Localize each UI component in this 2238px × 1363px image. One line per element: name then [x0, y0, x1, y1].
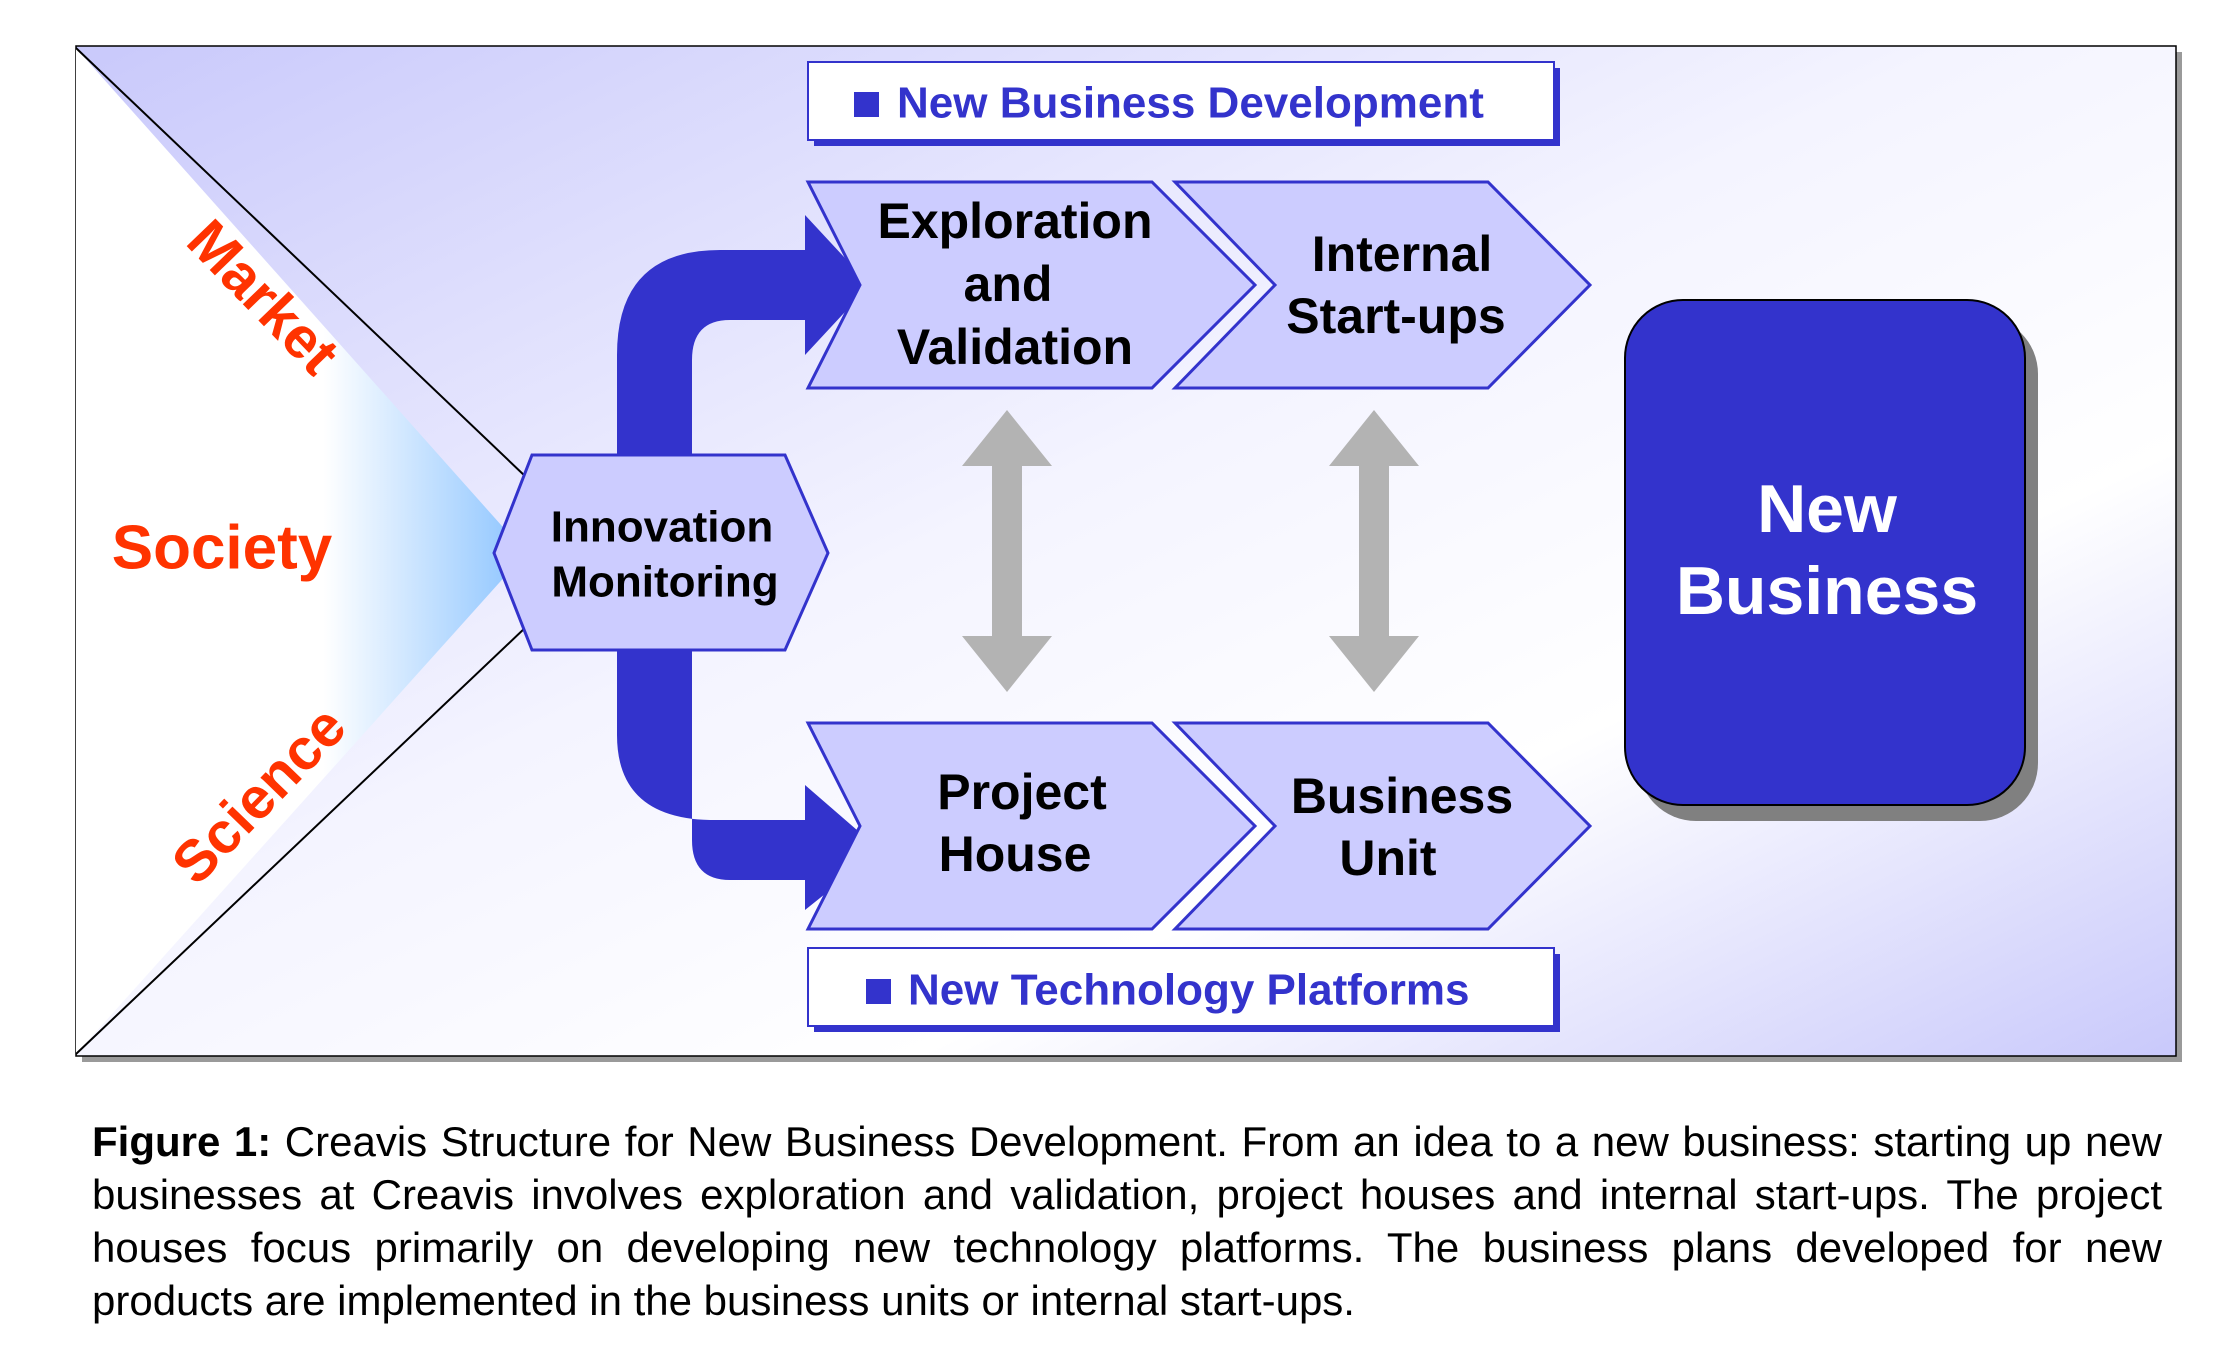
wedge-lower-edge	[75, 626, 527, 1055]
new-business-box	[1624, 299, 2026, 806]
figure-caption: Figure 1: Creavis Structure for New Busi…	[92, 1115, 2162, 1327]
project-house-line2: House	[939, 826, 1092, 882]
double-arrow-right	[1329, 410, 1419, 692]
internal-startups-line2: Start-ups	[1286, 288, 1505, 344]
forces-wedge	[76, 48, 526, 1054]
double-arrow-left	[962, 410, 1052, 692]
exploration-validation-line1: Exploration	[877, 193, 1152, 249]
innovation-monitoring-line2: Monitoring	[551, 558, 778, 607]
exploration-validation-chevron	[805, 180, 1258, 390]
flow-arrow-upper	[617, 215, 870, 455]
business-unit-line1: Business	[1291, 768, 1513, 824]
business-unit-line2: Unit	[1339, 830, 1437, 886]
header-top-box	[807, 61, 1555, 141]
innovation-monitoring-line1: Innovation	[551, 503, 773, 552]
exploration-validation-line3: Validation	[897, 319, 1133, 375]
figure-caption-label: Figure 1:	[92, 1118, 272, 1165]
header-bottom-label: New Technology Platforms	[908, 966, 1470, 1015]
exploration-validation-line2: and	[964, 256, 1053, 312]
header-bottom-box	[807, 947, 1555, 1027]
figure-caption-text: Creavis Structure for New Business Devel…	[92, 1118, 2163, 1324]
header-top-label: New Business Development	[897, 79, 1484, 128]
business-unit-chevron	[1171, 721, 1593, 931]
header-top-bullet	[854, 92, 879, 117]
new-business-line2: Business	[1676, 553, 1978, 629]
project-house-chevron	[805, 721, 1258, 931]
force-society: Society	[112, 513, 333, 582]
project-house-line1: Project	[937, 764, 1107, 820]
internal-startups-line1: Internal	[1312, 226, 1493, 282]
new-business-line1: New	[1757, 471, 1898, 547]
flow-arrow-lower	[617, 650, 880, 910]
wedge-upper-edge	[75, 47, 527, 478]
innovation-monitoring-node	[492, 453, 830, 652]
internal-startups-chevron	[1171, 180, 1593, 390]
header-bottom-bullet	[866, 979, 891, 1004]
